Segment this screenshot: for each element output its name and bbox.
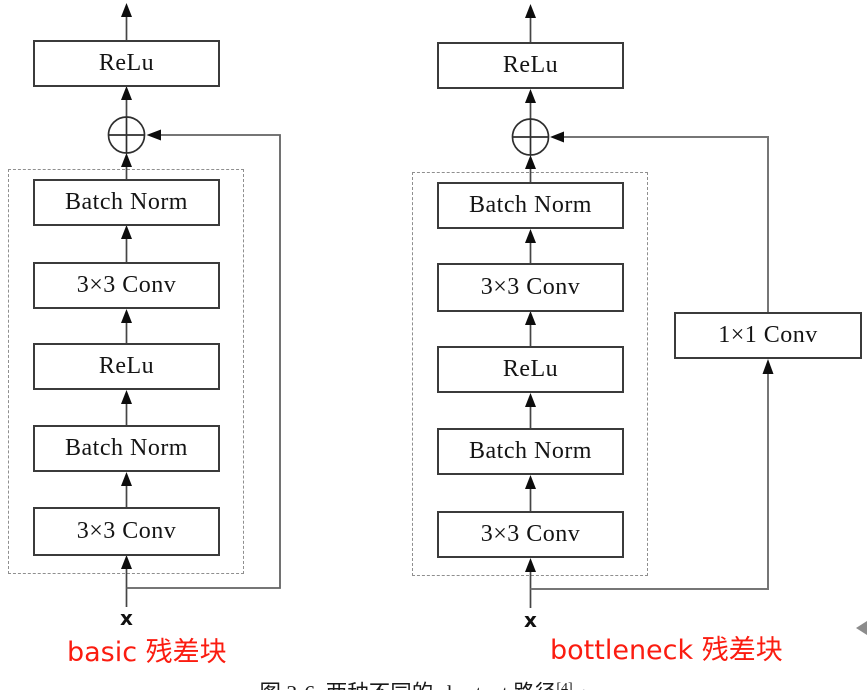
right-block-conv-1: 3×3 Conv [437,263,624,312]
right-block-conv-2: 3×3 Conv [437,511,624,558]
figure-caption: 图 3-6 两种不同的 shortcut 路径[4]↵ [238,651,588,690]
right-shortcut-conv-box: 1×1 Conv [674,312,862,359]
caption-text: 图 3-6 两种不同的 shortcut 路径 [260,681,557,690]
left-block-conv-2: 3×3 Conv [33,507,220,556]
right-arrowheads [525,4,774,572]
right-input-label: x [524,608,537,632]
left-plus-circle [107,116,146,154]
right-shortcut-wire [530,136,769,590]
left-shortcut-wire [126,134,281,589]
left-diagram-title: basic 残差块 [67,637,227,668]
left-output-relu-box: ReLu [33,40,220,87]
left-block-conv-1: 3×3 Conv [33,262,220,309]
right-block-batch-norm-2: Batch Norm [437,428,624,475]
left-arrowheads [121,3,161,569]
right-diagram-title: bottleneck 残差块 [550,635,783,666]
right-output-relu-box: ReLu [437,42,624,89]
right-block-relu: ReLu [437,346,624,393]
right-plus-circle [511,118,550,156]
paragraph-return-mark: ↵ [574,687,587,690]
left-block-batch-norm-2: Batch Norm [33,425,220,472]
left-block-batch-norm-1: Batch Norm [33,179,220,226]
caption-citation: [4] [556,680,573,690]
right-block-batch-norm-1: Batch Norm [437,182,624,229]
left-input-label: x [120,606,133,630]
page-margin-artifact-icon [856,621,867,635]
left-block-relu: ReLu [33,343,220,390]
